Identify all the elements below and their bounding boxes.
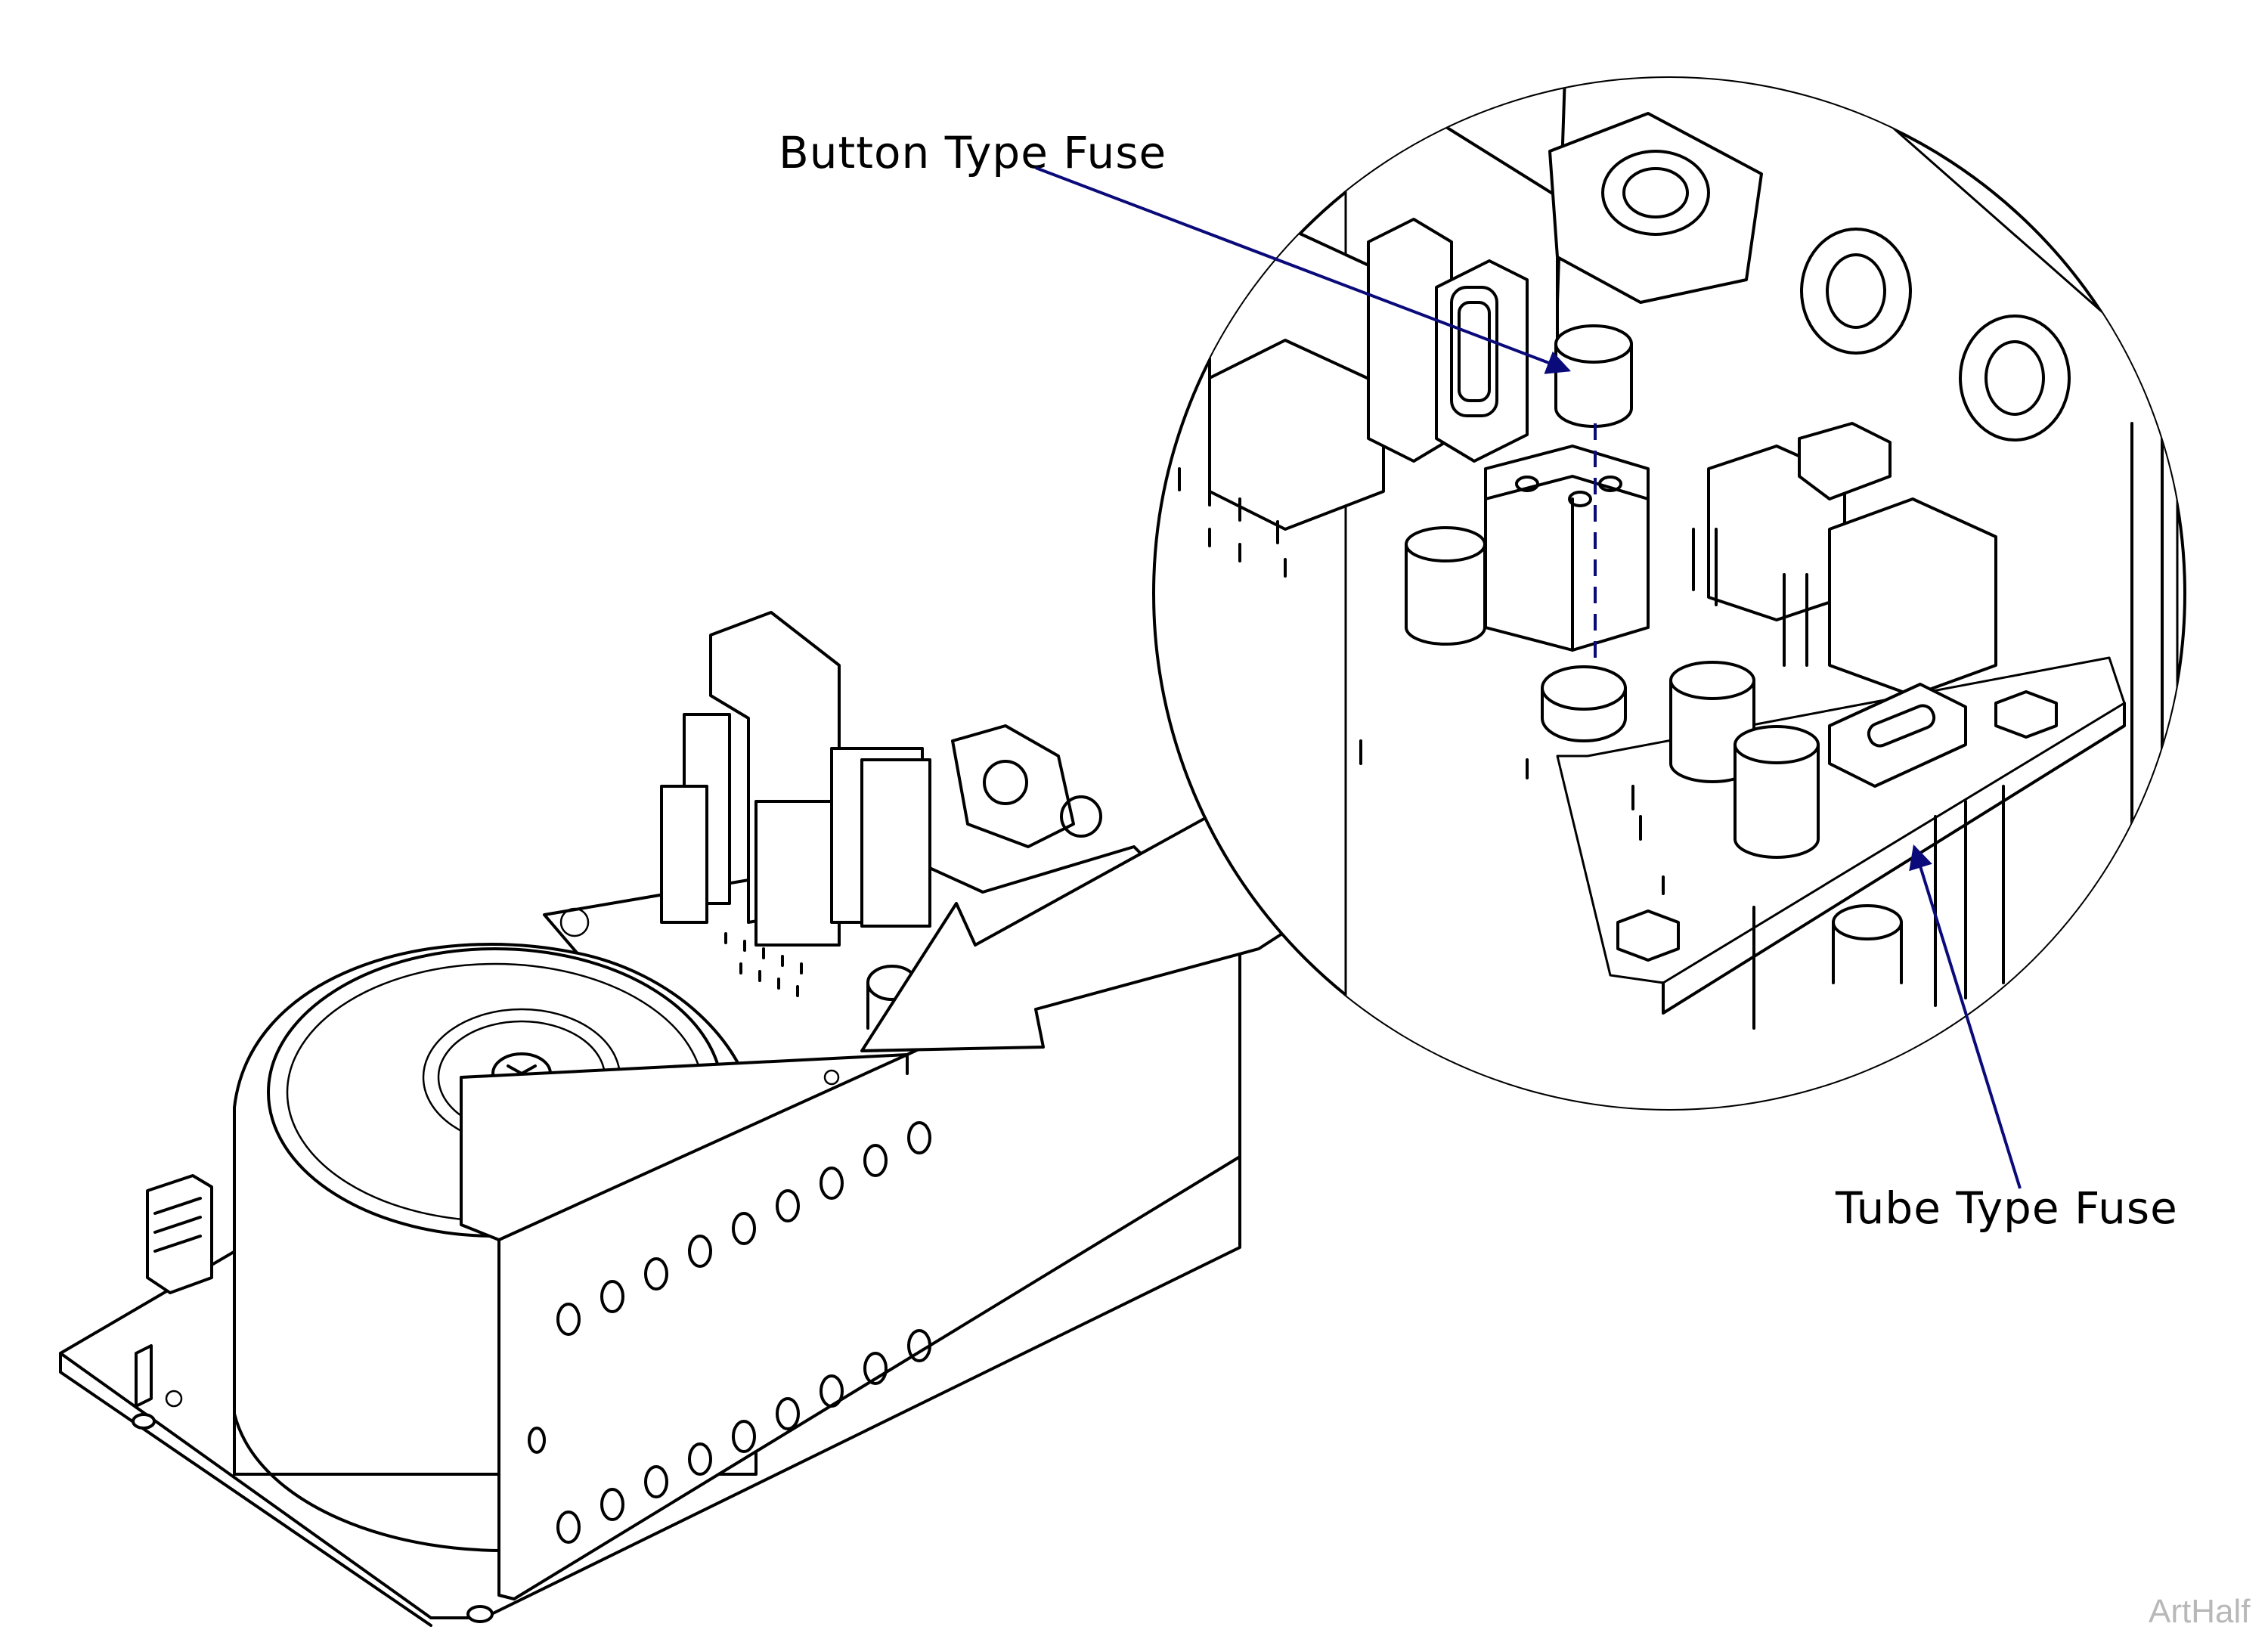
callout-tube-type-fuse: Tube Type Fuse — [1835, 844, 2178, 1234]
leader-line — [1035, 166, 1571, 374]
callout-label: Tube Type Fuse — [1835, 1182, 2178, 1234]
grommet-bracket — [951, 724, 1075, 848]
grommet — [1959, 314, 2071, 442]
callout-label: Button Type Fuse — [779, 127, 1167, 178]
electrolytic-capacitor — [1734, 725, 1820, 859]
detail-magnified-view — [1152, 76, 2186, 1111]
button-fuse-seat — [1541, 665, 1627, 742]
callout-button-type-fuse: Button Type Fuse — [779, 127, 1571, 374]
power-supply-assembly — [59, 611, 1241, 1627]
relay-tall-2 — [660, 785, 708, 924]
hex-nut-bracket — [1548, 112, 1763, 304]
vent-holes — [528, 1121, 931, 1544]
side-connector — [146, 1174, 213, 1294]
grommet — [1800, 228, 1912, 355]
button-fuse-cap — [1554, 324, 1633, 428]
watermark-text: ArtHalf — [2149, 1593, 2251, 1630]
terminal-block — [754, 800, 841, 947]
leader-line — [1909, 844, 2022, 1189]
tube-fuse-holder — [1828, 683, 1967, 788]
